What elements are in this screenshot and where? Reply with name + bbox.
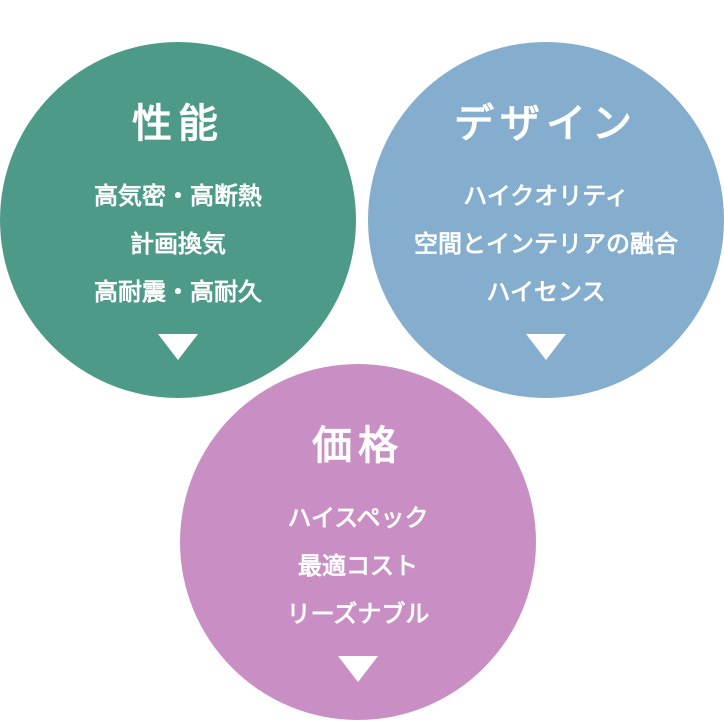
circle-line: ハイクオリティ — [463, 182, 629, 210]
triangle-down-icon — [158, 334, 198, 360]
circle-line: 計画換気 — [130, 230, 226, 258]
circle-title: 性能 — [132, 101, 224, 147]
circle-lines: 高気密・高断熱 計画換気 高耐震・高耐久 — [94, 172, 262, 316]
circle-line: ハイスペック — [287, 504, 429, 532]
circle-price: 価格 ハイスペック 最適コスト リーズナブル — [180, 364, 536, 720]
circle-design: デザイン ハイクオリティ 空間とインテリアの融合 ハイセンス — [368, 42, 724, 398]
triangle-down-icon — [338, 656, 378, 682]
circle-line: 空間とインテリアの融合 — [414, 230, 678, 258]
circle-line: リーズナブル — [286, 600, 430, 628]
circle-lines: ハイクオリティ 空間とインテリアの融合 ハイセンス — [414, 172, 678, 316]
circle-line: 最適コスト — [298, 552, 418, 580]
circle-lines: ハイスペック 最適コスト リーズナブル — [287, 494, 430, 638]
circle-line: 高気密・高断熱 — [94, 182, 262, 210]
triangle-down-icon — [526, 334, 566, 360]
circle-performance: 性能 高気密・高断熱 計画換気 高耐震・高耐久 — [0, 42, 356, 398]
circle-line: ハイセンス — [486, 278, 606, 306]
circle-title: デザイン — [454, 101, 638, 147]
circle-title: 価格 — [312, 423, 404, 469]
circle-line: 高耐震・高耐久 — [94, 278, 262, 306]
